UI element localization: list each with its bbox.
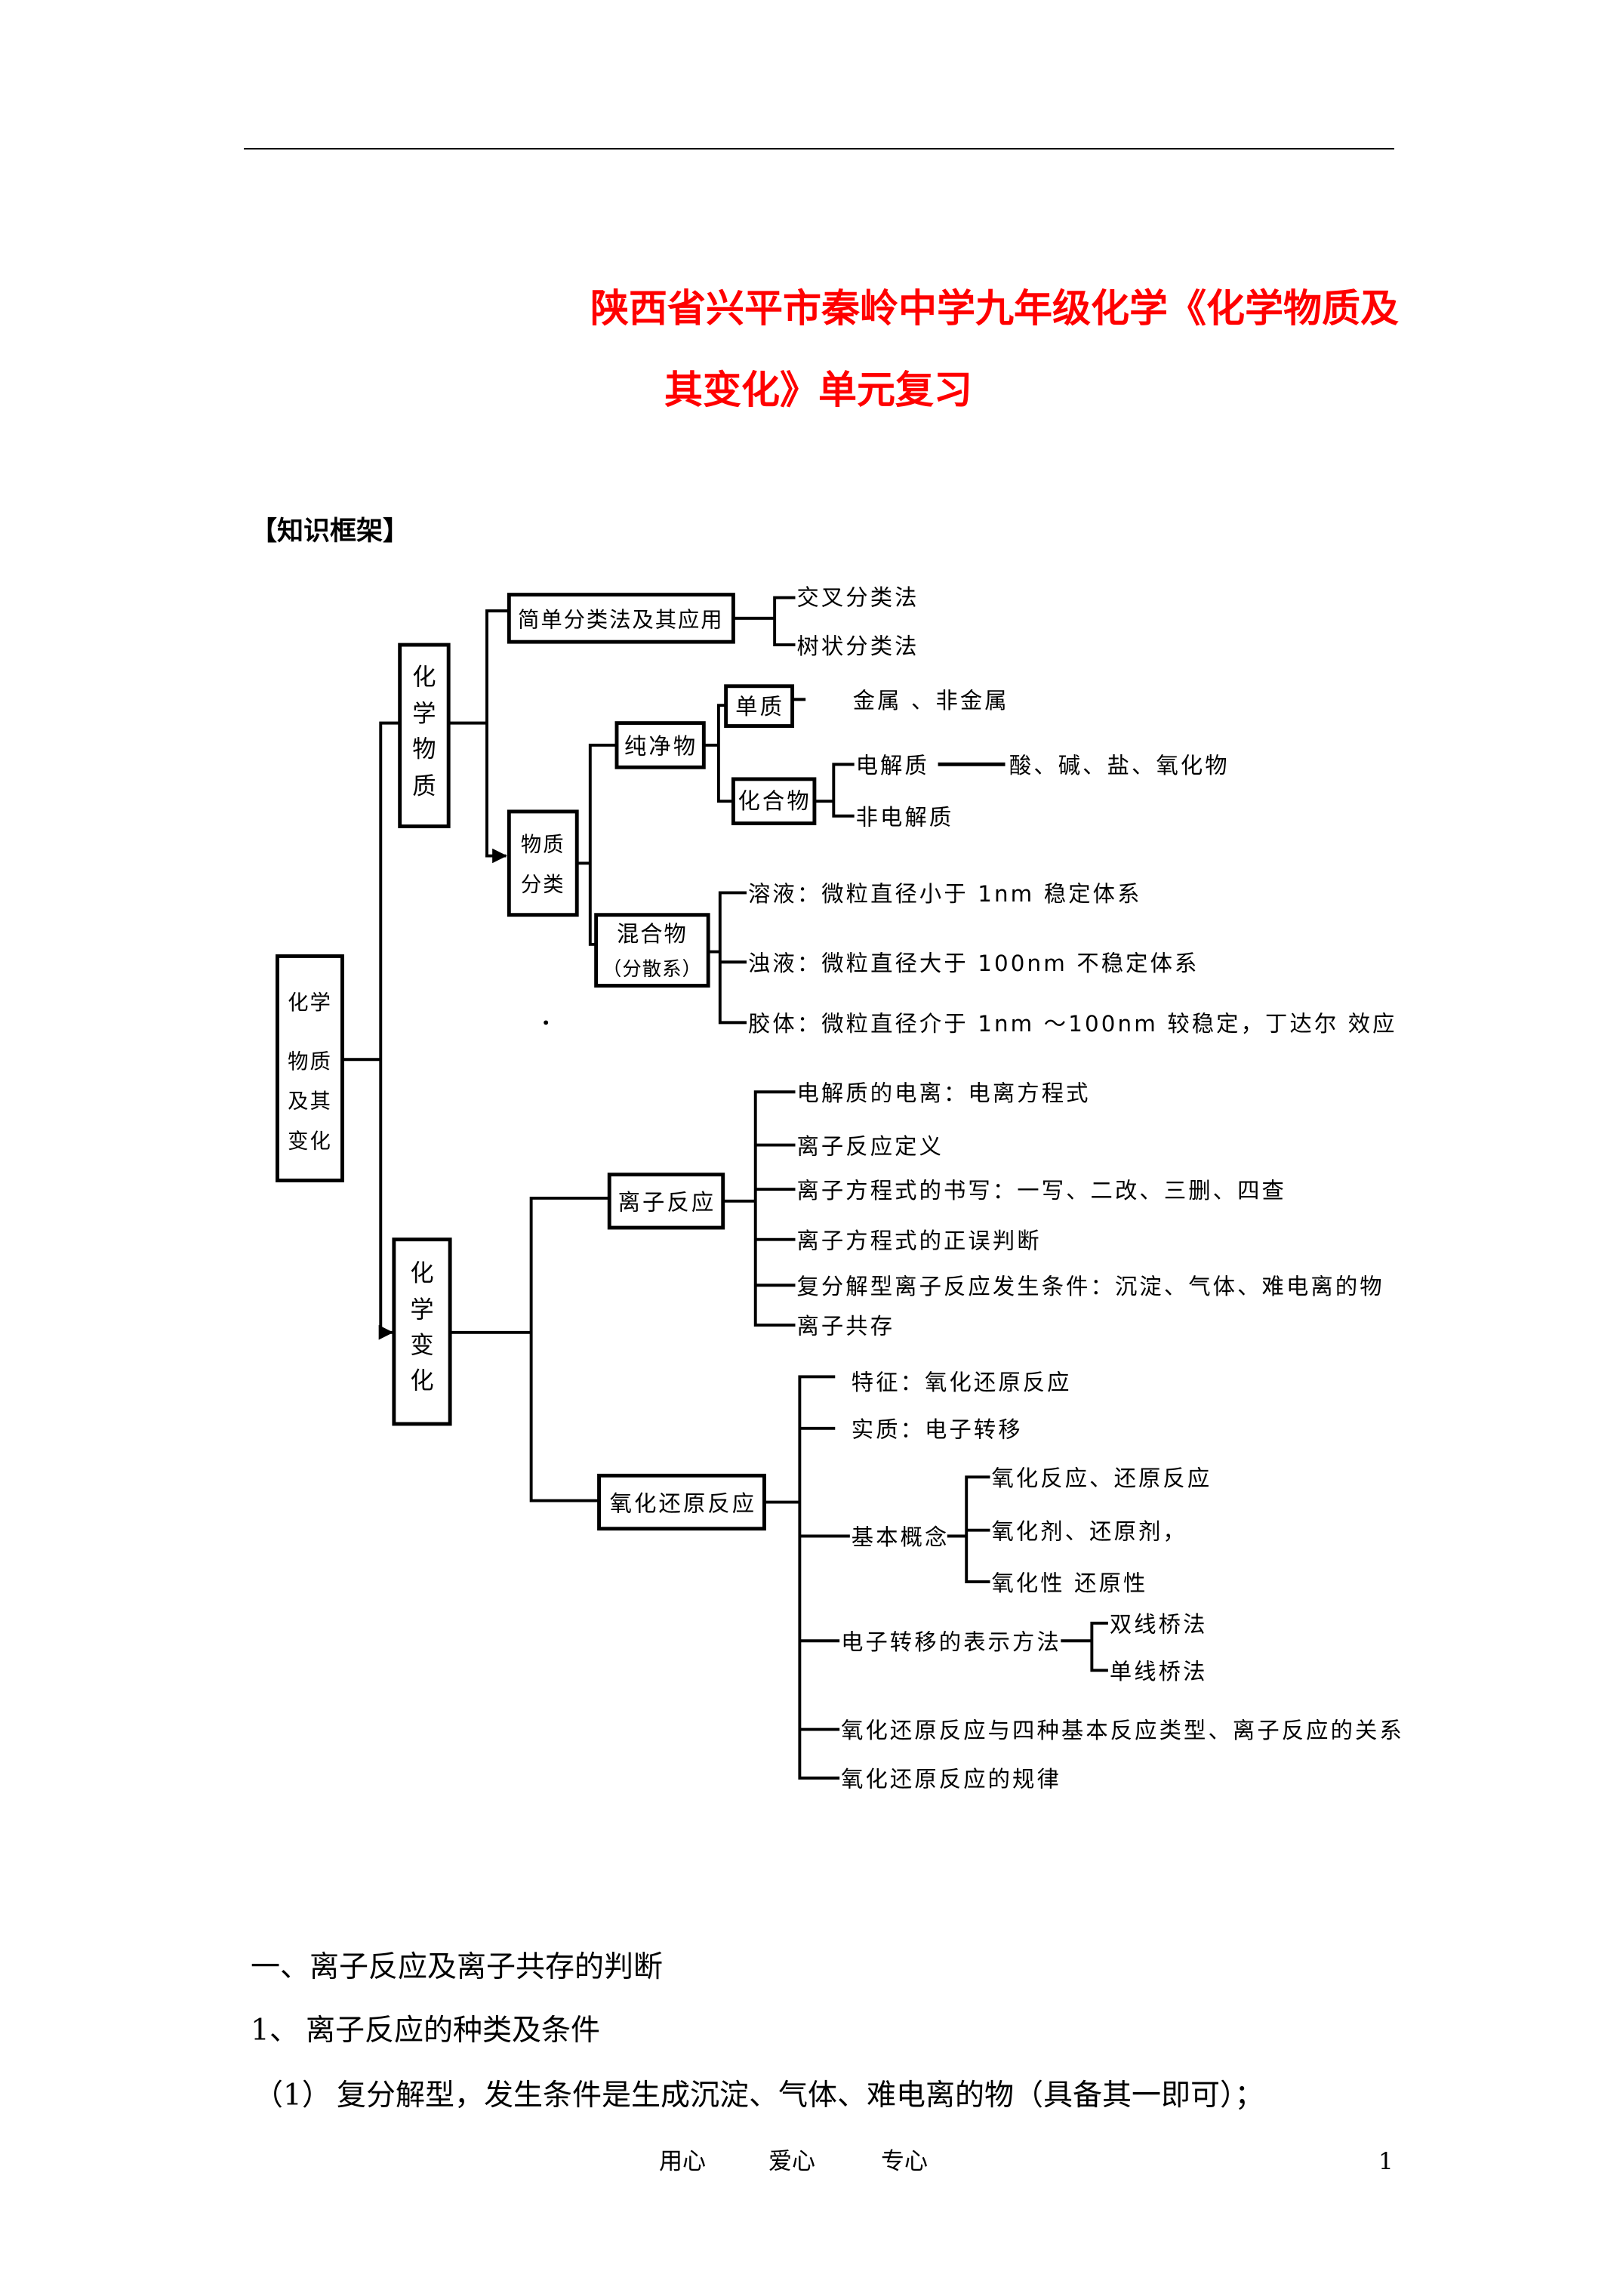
node-element: 单质 [724, 684, 795, 728]
leaf-solution: 溶液：微粒直径小于 1nm 稳定体系 [748, 881, 1142, 907]
node-chemical-change: 化 学 变 化 [392, 1237, 452, 1426]
section-heading: 一、离子反应及离子共存的判断 [251, 1950, 664, 1984]
node-ionic-reaction-box [607, 1173, 725, 1230]
basic-concepts-bracket [947, 1475, 990, 1584]
ionic-reaction-bracket [721, 1090, 796, 1327]
leaf-basic-concepts: 基本概念 [852, 1524, 950, 1550]
footer-motto: 专心 [881, 2148, 928, 2175]
leaf-ionic-item: 离子方程式的正误判断 [796, 1228, 1041, 1253]
leaf-redox-essence: 实质：电子转移 [852, 1417, 1023, 1443]
pure-substance-bracket [702, 704, 735, 803]
node-chemical-substance-label: 学 [412, 701, 436, 728]
node-element-box [724, 684, 795, 728]
leaf-non-electrolyte: 非电解质 [856, 804, 954, 830]
leaf-redox-rules: 氧化还原反应的规律 [841, 1767, 1061, 1792]
node-ionic-reaction: 离子反应 [607, 1173, 725, 1230]
leaf-ionic-item: 离子反应定义 [796, 1133, 944, 1159]
node-redox: 氧化还原反应 [597, 1473, 766, 1531]
node-chemical-change-label: 变 [410, 1332, 433, 1359]
leaf-electrolyte: 电解质 [856, 753, 929, 778]
leaf-single-bridge: 单线桥法 [1110, 1659, 1208, 1684]
node-root-box [276, 954, 344, 1182]
leaf-suspension: 浊液：微粒直径大于 100nm 不稳定体系 [748, 951, 1200, 976]
node-compound-box [731, 777, 817, 825]
node-mixture-box [594, 913, 710, 988]
node-compound-label: 化合物 [738, 788, 811, 814]
node-element-label: 单质 [735, 694, 784, 720]
leaf-basic-concept-item: 氧化反应、还原反应 [991, 1465, 1212, 1491]
redox-bracket [762, 1375, 850, 1780]
node-root-label: 物质 [288, 1050, 332, 1074]
node-chemical-substance-label: 化 [412, 664, 436, 691]
node-root: 化学 物质 及其 变化 [276, 954, 344, 1182]
leaf-metals: 金属 、非金属 [853, 688, 1009, 713]
stray-dot [544, 1020, 549, 1025]
node-classification-box [507, 809, 579, 917]
leaf-redox-feature: 特征：氧化还原反应 [852, 1370, 1072, 1395]
leaf-double-bridge: 双线桥法 [1110, 1612, 1208, 1638]
node-chemical-substance-label: 质 [412, 772, 436, 800]
item-text: 复分解型，发生条件是生成沉淀、气体、难电离的物（具备其一即可）； [337, 2079, 1264, 2113]
electron-transfer-bracket [1061, 1621, 1108, 1672]
document-title-line-1: 陕西省兴平市秦岭中学九年级化学《化学物质及 [590, 286, 1400, 331]
leaf-ionic-item: 离子共存 [796, 1314, 895, 1339]
node-chemical-change-label: 化 [410, 1259, 433, 1287]
node-pure-substance-box [614, 721, 706, 769]
node-mixture: 混合物 （分散系） [594, 913, 710, 988]
leaf-ionic-item: 电解质的电离：电离方程式 [796, 1080, 1090, 1106]
node-mixture-label: 混合物 [617, 921, 688, 947]
document-title-line-2: 其变化》单元复习 [664, 368, 973, 413]
node-compound: 化合物 [731, 777, 817, 825]
node-chemical-change-box [392, 1237, 452, 1426]
header-rule [244, 148, 1394, 149]
node-chemical-change-label: 化 [410, 1367, 433, 1395]
leaf-ionic-item: 复分解型离子反应发生条件：沉淀、气体、难电离的物 [796, 1274, 1384, 1299]
footer-motto: 爱心 [768, 2148, 815, 2175]
subsection-title: 离子反应的种类及条件 [306, 2014, 601, 2048]
leaf-cross-classification: 交叉分类法 [796, 584, 919, 610]
page-number: 1 [1378, 2148, 1394, 2175]
mixture-bracket [707, 891, 747, 1025]
node-pure-substance: 纯净物 [614, 721, 706, 769]
leaf-basic-concept-item: 氧化剂、还原剂， [991, 1518, 1187, 1544]
leaf-electron-transfer: 电子转移的表示方法 [841, 1629, 1061, 1655]
classification-bracket [575, 744, 618, 946]
node-redox-box [597, 1473, 766, 1531]
leaf-electrolyte-examples: 酸、碱、盐、氧化物 [1009, 753, 1230, 778]
node-chemical-substance-box [398, 643, 451, 828]
node-root-label: 化学 [288, 991, 332, 1015]
node-classification: 物质 分类 [507, 809, 579, 917]
node-classification-label: 物质 [521, 834, 565, 857]
node-chemical-substance: 化 学 物 质 [398, 643, 451, 828]
framework-label: 【知识框架】 [251, 516, 410, 547]
compound-bracket [812, 763, 855, 818]
node-classification-label: 分类 [521, 873, 565, 896]
leaf-tree-classification: 树状分类法 [796, 633, 919, 659]
node-redox-label: 氧化还原反应 [610, 1490, 757, 1516]
node-simple-classification: 简单分类法及其应用 [507, 593, 735, 644]
change-bracket [448, 1196, 611, 1502]
footer-motto: 用心 [659, 2148, 706, 2175]
substance-bracket-connector [447, 609, 511, 858]
node-root-label: 变化 [288, 1130, 332, 1154]
subsection-number: 1、 [251, 2014, 299, 2048]
leaf-ionic-item: 离子方程式的书写：一写、二改、三删、四查 [796, 1178, 1286, 1203]
node-ionic-reaction-label: 离子反应 [618, 1190, 716, 1216]
node-mixture-sublabel: （分散系） [602, 957, 702, 980]
node-root-label: 及其 [288, 1090, 332, 1114]
leaf-colloid: 胶体：微粒直径介于 1nm ～100nm 较稳定，丁达尔 效应 [748, 1011, 1397, 1037]
node-chemical-change-label: 学 [410, 1296, 433, 1324]
node-pure-substance-label: 纯净物 [624, 734, 698, 760]
leaf-redox-relation: 氧化还原反应与四种基本反应类型、离子反应的关系 [841, 1718, 1404, 1743]
node-simple-classification-label: 简单分类法及其应用 [518, 608, 724, 633]
item-number: （1） [254, 2079, 331, 2113]
node-simple-classification-box [507, 593, 735, 644]
leaf-basic-concept-item: 氧化性 还原性 [991, 1570, 1147, 1596]
node-chemical-substance-label: 物 [412, 736, 436, 763]
root-bracket-connector [340, 721, 400, 1334]
simple-classification-bracket [731, 596, 796, 647]
